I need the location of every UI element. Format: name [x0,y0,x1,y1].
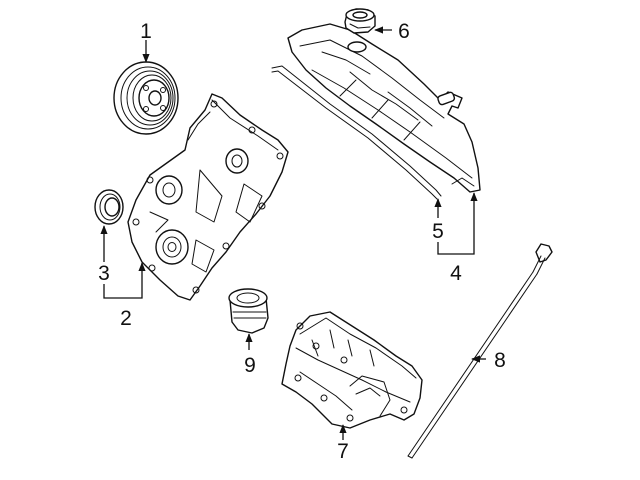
callout-5: 5 [432,220,444,243]
oil-filler-cap-icon [344,8,376,34]
callout-8: 8 [494,349,506,372]
oil-filter-icon [228,288,269,334]
front-seal-icon [94,189,124,225]
leader-4 [437,192,478,255]
callouts: 1 2 3 4 5 6 7 8 9 [98,20,506,463]
timing-cover-icon [127,93,289,301]
callout-6: 6 [398,20,410,43]
callout-2: 2 [120,307,132,330]
leader-2 [103,262,146,299]
callout-9: 9 [244,354,256,377]
callout-7: 7 [337,440,349,463]
callout-1: 1 [140,20,152,43]
leader-lines [100,26,486,440]
callout-3: 3 [98,262,110,285]
valve-cover-gasket-icon [271,65,442,200]
valve-cover-icon [287,23,481,193]
dipstick-icon [407,243,553,459]
crankshaft-pulley-icon [113,61,179,135]
oil-pan-icon [281,311,423,429]
callout-4: 4 [450,262,462,285]
